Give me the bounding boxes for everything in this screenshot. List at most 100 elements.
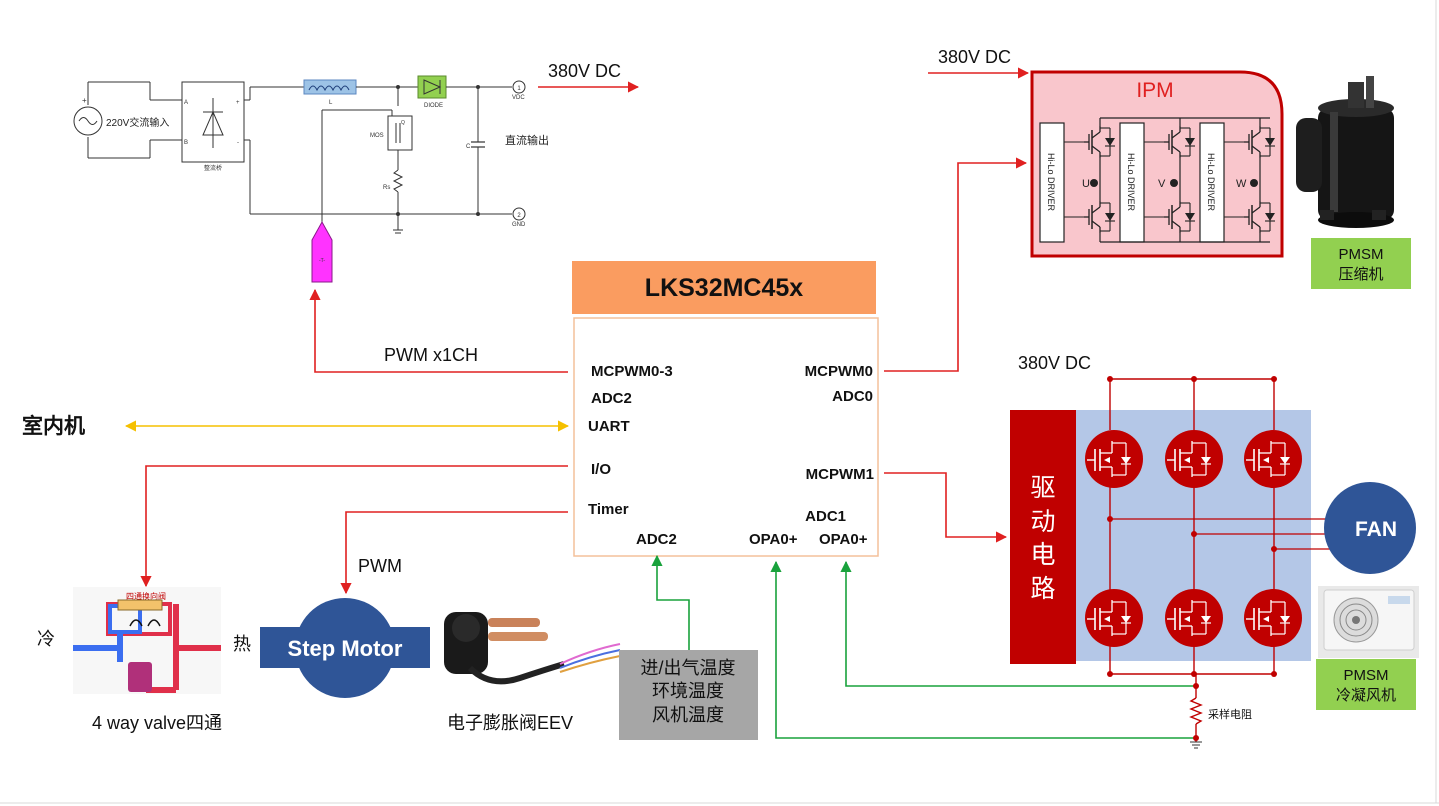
inductor-icon bbox=[303, 79, 357, 95]
fan-supply-label: 380V DC bbox=[1018, 353, 1091, 373]
svg-text:Q: Q bbox=[401, 120, 405, 126]
ipm-driver-w-label: Hi-Lo DRIVER bbox=[1206, 153, 1216, 212]
mosfet-lower-2 bbox=[1164, 588, 1224, 648]
pfc-stage: + 220V交流输入 A B + - 整流桥 L DIODE 1 VDC Q M… bbox=[73, 75, 549, 283]
gate-driver-icon bbox=[311, 220, 333, 283]
svg-text:+: + bbox=[82, 96, 87, 105]
compressor-name: 压缩机 bbox=[1338, 266, 1383, 283]
fan-bridge-wiring bbox=[1107, 376, 1340, 749]
fan-driver-circuit bbox=[1010, 410, 1076, 664]
shunt-label: Rs bbox=[383, 185, 390, 191]
valve-caption: 4 way valve四通 bbox=[92, 713, 222, 733]
pin-adc2-left: ADC2 bbox=[591, 390, 632, 407]
ipm-pwm-wire bbox=[884, 157, 1028, 372]
capacitor-label: C bbox=[466, 144, 471, 150]
ipm-driver-u-label: Hi-Lo DRIVER bbox=[1046, 153, 1056, 212]
ipm-driver-w bbox=[1199, 122, 1225, 243]
pin-adc1: ADC1 bbox=[805, 508, 846, 525]
pfc-pwm-wire bbox=[309, 288, 568, 373]
pfc-output-voltage: 380V DC bbox=[548, 61, 621, 81]
mcu-title-bar bbox=[572, 261, 876, 314]
temp-fan: 风机温度 bbox=[652, 705, 724, 725]
gnd-pin-number: 2 bbox=[517, 213, 521, 219]
ipm-driver-u bbox=[1039, 122, 1065, 243]
temperature-sensors-box bbox=[619, 650, 758, 740]
vdc-pin-label: VDC bbox=[512, 95, 525, 101]
valve-hot-label: 热 bbox=[233, 634, 251, 654]
ipm-driver-v-label: Hi-Lo DRIVER bbox=[1126, 153, 1136, 212]
gate-driver-label: -T- bbox=[319, 258, 325, 264]
temp-inlet-outlet: 进/出气温度 bbox=[640, 658, 735, 678]
mosfet-lower-3 bbox=[1243, 588, 1303, 648]
fan-motor-name: 冷凝风机 bbox=[1336, 687, 1396, 704]
mosfet-lower-1 bbox=[1084, 588, 1144, 648]
diode-icon bbox=[417, 75, 447, 99]
mosfet-upper-1 bbox=[1084, 429, 1144, 489]
gnd-pin-label: GND bbox=[512, 222, 526, 228]
indoor-unit-label: 室内机 bbox=[22, 414, 85, 438]
pin-io: I/O bbox=[591, 461, 611, 478]
pin-mcpwm1: MCPWM1 bbox=[806, 466, 874, 483]
svg-text:-: - bbox=[237, 140, 239, 146]
pin-mcpwm0: MCPWM0 bbox=[805, 363, 873, 380]
rectifier-label: 整流桥 bbox=[204, 164, 222, 172]
sense-resistor-icon bbox=[1189, 697, 1203, 725]
ipm-title: IPM bbox=[1136, 79, 1173, 102]
fan-motor-circle bbox=[1324, 482, 1416, 574]
diode-label: DIODE bbox=[424, 103, 443, 109]
fan-pwm-wire bbox=[884, 472, 1008, 543]
stepper-motor-label: Step Motor bbox=[288, 636, 403, 661]
valve-title: 四通换向阀 bbox=[126, 591, 166, 601]
compressor-pmsm: PMSM bbox=[1339, 246, 1384, 263]
mcu-name: LKS32MC45x bbox=[645, 274, 803, 302]
compressor-image bbox=[1296, 76, 1394, 228]
current-sense-wire-a bbox=[770, 560, 1196, 739]
ipm-driver-v bbox=[1119, 122, 1145, 243]
stepper-pwm-label: PWM bbox=[358, 556, 402, 576]
pin-adc0: ADC0 bbox=[832, 388, 873, 405]
valve-cold-label: 冷 bbox=[37, 629, 55, 649]
valve-io-wire bbox=[140, 465, 568, 588]
svg-text:B: B bbox=[184, 140, 188, 146]
compressor-label-box bbox=[1311, 238, 1411, 289]
driver-char-4: 路 bbox=[1030, 575, 1055, 603]
pin-timer: Timer bbox=[588, 501, 629, 518]
eev-caption: 电子膨胀阀EEV bbox=[447, 713, 573, 733]
stepper-pwm-wire bbox=[340, 511, 568, 595]
fan-motor-label-box bbox=[1316, 659, 1416, 710]
shunt-resistor-icon bbox=[392, 169, 404, 193]
ipm-supply-label: 380V DC bbox=[938, 47, 1011, 67]
temp-sense-wire bbox=[651, 554, 690, 650]
temp-ambient: 环境温度 bbox=[652, 681, 724, 701]
dc-output-label: 直流输出 bbox=[505, 133, 549, 147]
mos-label: MOS bbox=[370, 133, 384, 139]
stepper-motor-band bbox=[260, 627, 430, 668]
pin-mcpwm0-3: MCPWM0-3 bbox=[591, 363, 673, 380]
pin-opa0-b: OPA0+ bbox=[819, 531, 868, 548]
pfc-pwm-label: PWM x1CH bbox=[384, 345, 478, 365]
ipm-bridge bbox=[1064, 117, 1276, 243]
four-way-valve-image: 四通换向阀 bbox=[73, 587, 221, 694]
ac-input-label: 220V交流输入 bbox=[106, 116, 169, 129]
driver-char-3: 电 bbox=[1030, 541, 1055, 569]
ipm-phase-v: V bbox=[1158, 178, 1166, 190]
outdoor-unit-image bbox=[1318, 586, 1419, 658]
pin-opa0-a: OPA0+ bbox=[749, 531, 798, 548]
current-sense-wire-b bbox=[840, 560, 1196, 687]
ipm-phase-w: W bbox=[1236, 178, 1247, 190]
fan-label: FAN bbox=[1355, 518, 1397, 541]
mosfet-upper-2 bbox=[1164, 429, 1224, 489]
driver-char-2: 动 bbox=[1030, 508, 1055, 536]
fan-motor-pmsm: PMSM bbox=[1344, 667, 1389, 684]
svg-text:A: A bbox=[184, 100, 188, 106]
driver-char-1: 驱 bbox=[1030, 474, 1055, 502]
vdc-pin-number: 1 bbox=[517, 86, 521, 92]
ipm-phase-u: U bbox=[1082, 178, 1090, 190]
sense-resistor-label: 采样电阻 bbox=[1208, 707, 1252, 721]
eev-image bbox=[444, 612, 621, 685]
svg-text:+: + bbox=[236, 100, 240, 106]
inductor-label: L bbox=[329, 100, 333, 106]
mcu-body bbox=[573, 317, 879, 557]
pin-uart: UART bbox=[588, 418, 630, 435]
